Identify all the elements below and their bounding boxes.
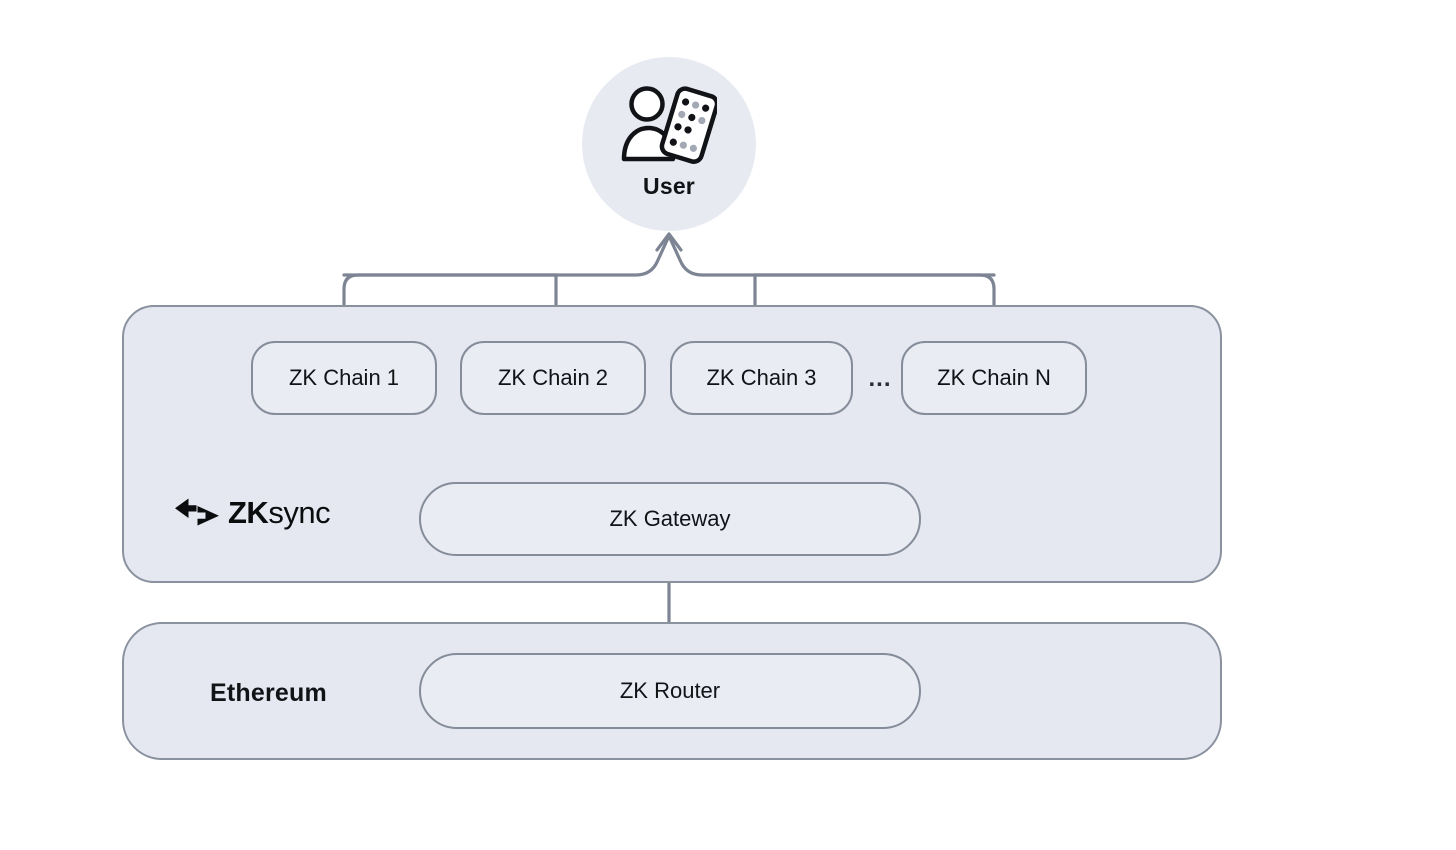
- wire-chains-to-user-right: [667, 234, 996, 277]
- wire-chains-to-user-left: [342, 234, 671, 277]
- user-node[interactable]: User: [582, 57, 756, 231]
- zk-chain-1-node[interactable]: ZK Chain 1: [251, 341, 437, 415]
- zk-chain-3-node[interactable]: ZK Chain 3: [670, 341, 853, 415]
- arrowhead-user-up: [655, 232, 683, 252]
- user-label: User: [643, 173, 695, 199]
- zksync-wordmark-light: sync: [268, 494, 331, 530]
- zk-router-node[interactable]: ZK Router: [419, 653, 921, 729]
- zk-chain-3-label: ZK Chain 3: [706, 365, 817, 390]
- zk-router-label: ZK Router: [619, 678, 721, 703]
- zk-gateway-node[interactable]: ZK Gateway: [419, 482, 921, 556]
- zk-chain-n-label: ZK Chain N: [937, 365, 1051, 390]
- ethereum-label: Ethereum: [210, 679, 327, 707]
- zksync-logo: ZKsync: [174, 492, 331, 532]
- zksync-wordmark-bold: ZK: [228, 494, 269, 530]
- zk-gateway-label: ZK Gateway: [609, 506, 731, 531]
- zk-chain-1-label: ZK Chain 1: [288, 365, 400, 390]
- chains-ellipsis: ...: [868, 365, 892, 392]
- zksync-wordmark: ZKsync: [228, 494, 331, 530]
- zk-chain-2-label: ZK Chain 2: [497, 365, 609, 390]
- zksync-arrows-icon: [175, 498, 219, 526]
- user-with-phone-icon: [621, 86, 717, 164]
- zk-chain-n-node[interactable]: ZK Chain N: [901, 341, 1087, 415]
- zk-chain-2-node[interactable]: ZK Chain 2: [460, 341, 646, 415]
